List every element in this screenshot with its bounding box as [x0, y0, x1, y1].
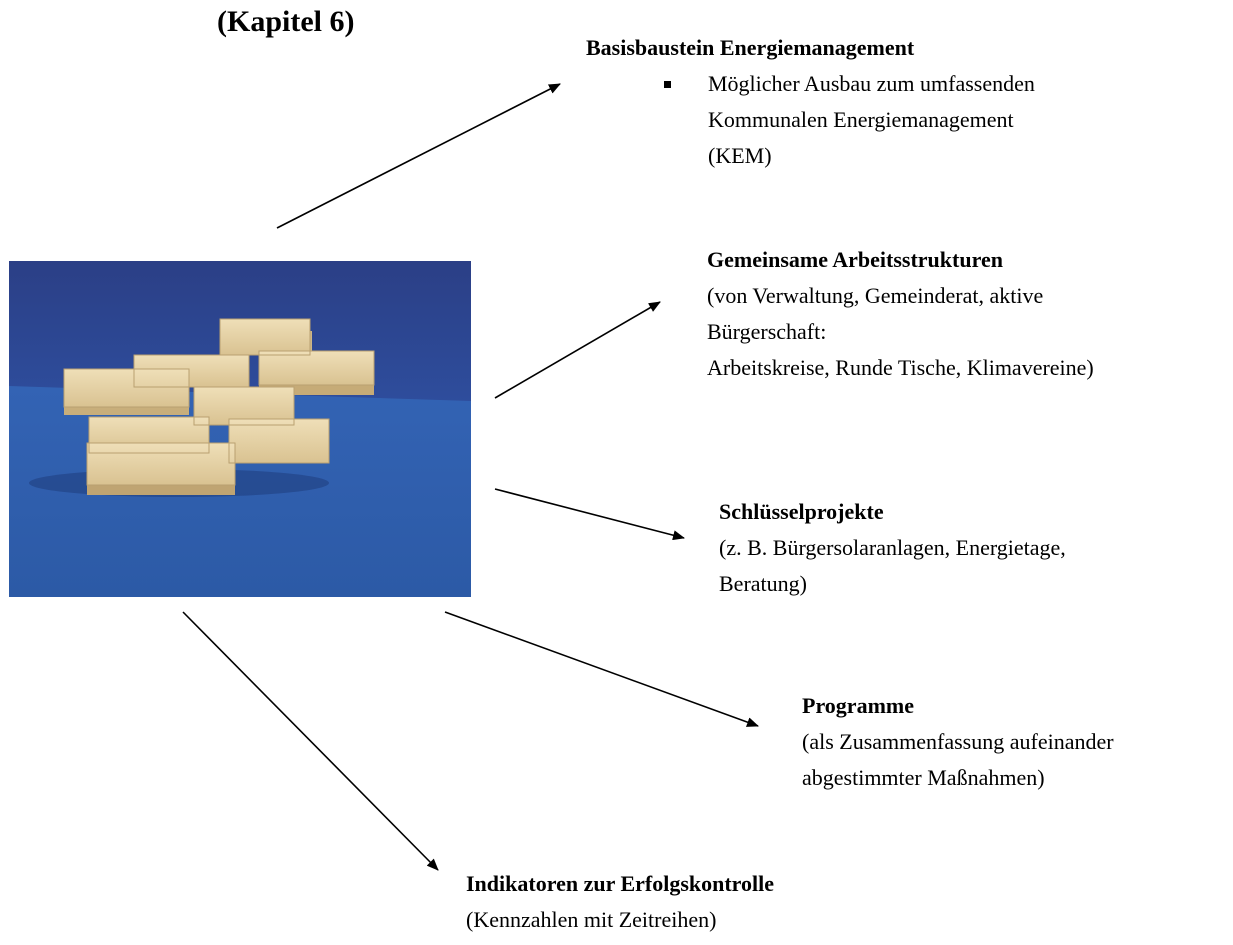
- arrow-arbeitsstrukturen: [494, 301, 661, 399]
- arrow-basisbaustein: [276, 83, 561, 229]
- arrow-programme: [444, 611, 759, 727]
- building-blocks-photo: [9, 261, 471, 597]
- item-line: (Kennzahlen mit Zeitreihen): [466, 907, 717, 932]
- item-schluesselprojekte: Schlüsselprojekte (z. B. Bürgersolaranla…: [719, 494, 1066, 602]
- item-heading: Basisbaustein Energiemanagement: [586, 35, 915, 60]
- item-line: (z. B. Bürgersolaranlagen, Energietage,: [719, 535, 1066, 560]
- item-line: (KEM): [708, 143, 772, 168]
- item-programme: Programme (als Zusammenfassung aufeinand…: [802, 688, 1114, 796]
- item-indikatoren: Indikatoren zur Erfolgskontrolle (Kennza…: [466, 866, 774, 938]
- bullet-list-item: Möglicher Ausbau zum umfassenden Kommuna…: [656, 66, 1035, 174]
- item-heading: Indikatoren zur Erfolgskontrolle: [466, 871, 775, 896]
- bullet-icon: [664, 81, 671, 88]
- item-line: Arbeitskreise, Runde Tische, Klimaverein…: [707, 355, 1094, 380]
- item-line: Möglicher Ausbau zum umfassenden: [708, 71, 1035, 96]
- chapter-title: (Kapitel 6): [217, 5, 355, 38]
- item-heading: Gemeinsame Arbeitsstrukturen: [707, 247, 1003, 272]
- item-arbeitsstrukturen: Gemeinsame Arbeitsstrukturen (von Verwal…: [707, 242, 1094, 386]
- item-line: (von Verwaltung, Gemeinderat, aktive: [707, 283, 1044, 308]
- item-basisbaustein: Basisbaustein Energiemanagement Mögliche…: [586, 30, 1035, 174]
- item-heading: Schlüsselprojekte: [719, 499, 884, 524]
- arrow-indikatoren: [182, 611, 439, 871]
- arrow-schluesselprojekte: [494, 488, 685, 541]
- item-line: abgestimmter Maßnahmen): [802, 765, 1045, 790]
- item-line: Kommunalen Energiemanagement: [708, 107, 1014, 132]
- item-line: Beratung): [719, 571, 807, 596]
- item-line: Bürgerschaft:: [707, 319, 827, 344]
- item-heading: Programme: [802, 693, 914, 718]
- item-line: (als Zusammenfassung aufeinander: [802, 729, 1114, 754]
